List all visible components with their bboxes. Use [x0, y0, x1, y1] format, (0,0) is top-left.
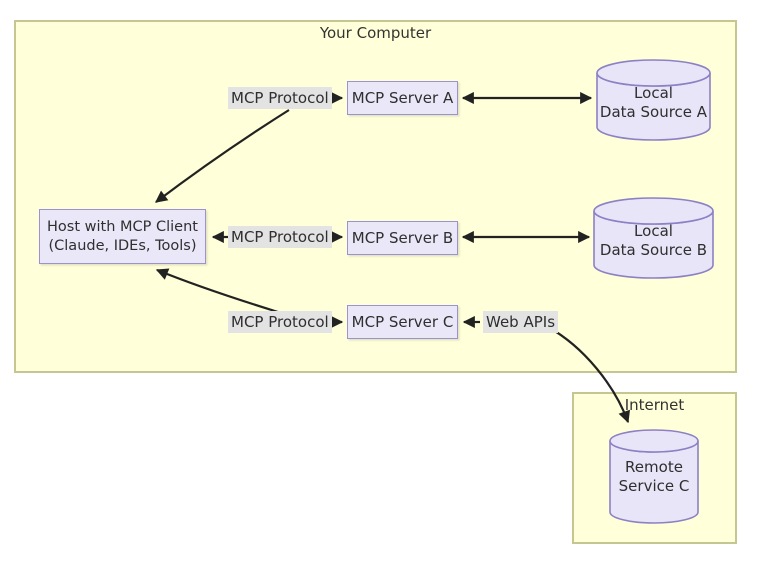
remote-service-c-line1: Remote — [625, 458, 683, 476]
mcp-protocol-label-a: MCP Protocol — [228, 87, 332, 109]
data-source-a-line2: Data Source A — [599, 103, 708, 121]
internet-title: Internet — [624, 396, 685, 414]
data-source-b-line2: Data Source B — [599, 241, 708, 259]
your-computer-title: Your Computer — [319, 24, 432, 42]
mcp-protocol-label-c: MCP Protocol — [228, 311, 332, 333]
mcp-server-c-node: MCP Server C — [347, 305, 458, 339]
host-node-line2: (Claude, IDEs, Tools) — [48, 237, 197, 254]
data-source-b-line1: Local — [634, 222, 673, 240]
mcp-server-a-label: MCP Server A — [351, 89, 454, 107]
mcp-protocol-label-b: MCP Protocol — [228, 226, 332, 248]
mcp-server-b-label: MCP Server B — [351, 229, 454, 247]
host-node: Host with MCP Client (Claude, IDEs, Tool… — [39, 209, 206, 264]
data-source-b-label: Local Data Source B — [594, 222, 713, 260]
remote-service-c-label: Remote Service C — [610, 458, 698, 496]
host-node-line1: Host with MCP Client — [47, 218, 198, 235]
mcp-server-c-label: MCP Server C — [351, 313, 454, 331]
mcp-server-b-node: MCP Server B — [347, 221, 458, 255]
web-apis-label: Web APIs — [483, 311, 559, 333]
data-source-a-line1: Local — [634, 84, 673, 102]
remote-service-c-line2: Service C — [618, 477, 690, 495]
mcp-server-a-node: MCP Server A — [347, 81, 458, 115]
data-source-a-label: Local Data Source A — [597, 84, 710, 122]
